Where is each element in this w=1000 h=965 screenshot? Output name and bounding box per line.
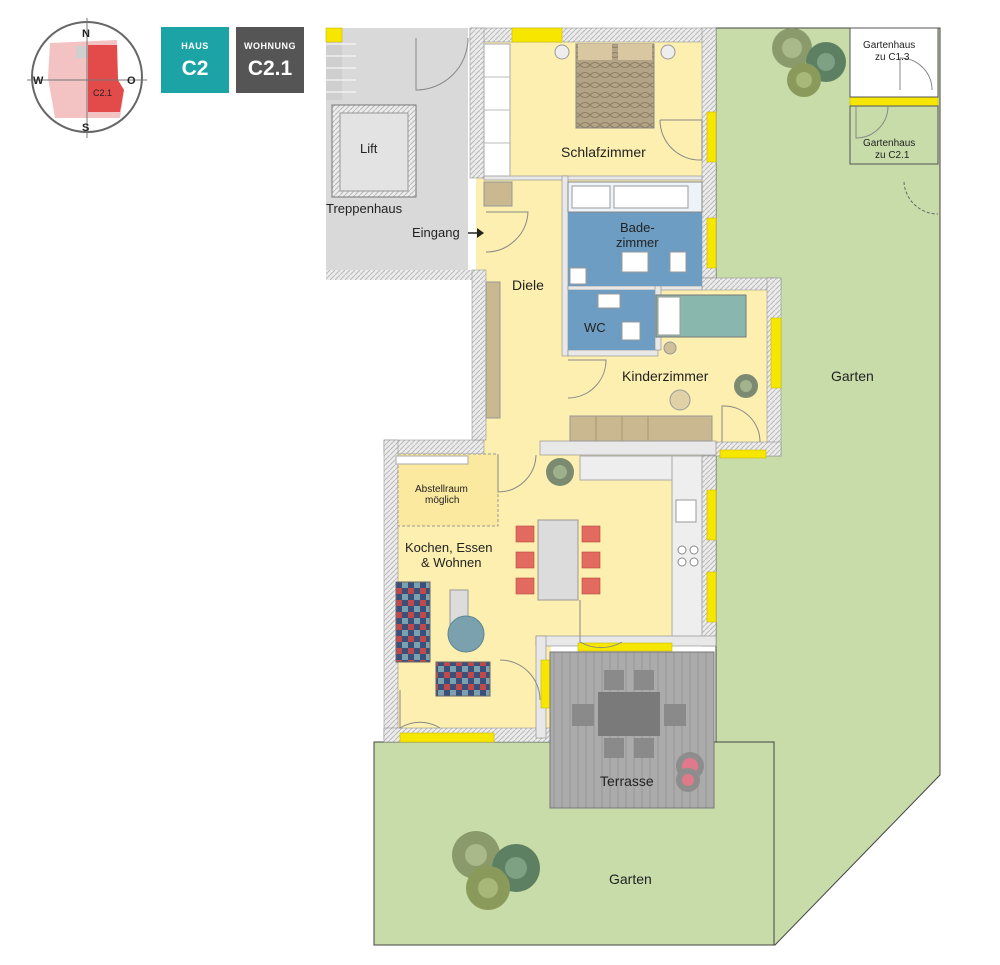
plant-kitchen bbox=[546, 458, 574, 486]
wohnung-value: C2.1 bbox=[247, 57, 293, 80]
label-bad-1: Bade- bbox=[620, 220, 655, 235]
label-terrasse: Terrasse bbox=[600, 773, 654, 789]
gartenhaus-c13 bbox=[849, 27, 939, 98]
compass-n: N bbox=[82, 28, 90, 40]
rug-horizontal bbox=[435, 661, 491, 697]
kitchen-counter bbox=[671, 455, 703, 637]
storage-zone bbox=[397, 453, 499, 527]
entrance-arrow-icon bbox=[468, 228, 484, 238]
compass-o: O bbox=[127, 75, 136, 87]
label-treppenhaus: Treppenhaus bbox=[326, 201, 403, 216]
label-lift: Lift bbox=[360, 141, 378, 156]
label-kinderzimmer: Kinderzimmer bbox=[622, 368, 709, 384]
label-diele: Diele bbox=[512, 277, 544, 293]
tree-group-south bbox=[452, 831, 540, 910]
label-bad-2: zimmer bbox=[616, 235, 659, 250]
label-wc: WC bbox=[584, 320, 606, 335]
wohnung-caption: WOHNUNG bbox=[244, 41, 296, 51]
tree-group-east bbox=[772, 28, 846, 97]
label-gartenhaus2-1: Gartenhaus bbox=[863, 138, 915, 149]
terrace-plant bbox=[676, 752, 704, 792]
label-gartenhaus2-2: zu C2.1 bbox=[875, 150, 910, 161]
dining-table bbox=[537, 519, 579, 601]
label-garten-south: Garten bbox=[609, 871, 652, 887]
label-kochen-1: Kochen, Essen bbox=[405, 540, 492, 555]
gartenhaus-c21 bbox=[849, 105, 939, 165]
label-gartenhaus1-1: Gartenhaus bbox=[863, 40, 915, 51]
label-gartenhaus1-2: zu C1.3 bbox=[875, 52, 910, 63]
haus-caption: HAUS bbox=[181, 41, 209, 51]
wohnung-badge: WOHNUNG C2.1 bbox=[236, 27, 304, 93]
plant-kinderzimmer bbox=[734, 374, 758, 398]
label-garten-east: Garten bbox=[831, 368, 874, 384]
compass-s: S bbox=[82, 122, 89, 134]
bathroom-area bbox=[568, 212, 702, 286]
rug-vertical bbox=[395, 581, 431, 663]
label-kochen-2: & Wohnen bbox=[421, 555, 481, 570]
haus-badge: HAUS C2 bbox=[161, 27, 229, 93]
label-eingang: Eingang bbox=[412, 225, 460, 240]
compass: N S W O C2.1 bbox=[27, 18, 147, 138]
label-schlafzimmer: Schlafzimmer bbox=[561, 144, 646, 160]
haus-value: C2 bbox=[181, 57, 209, 80]
compass-unit: C2.1 bbox=[93, 88, 112, 98]
label-abstell-2: möglich bbox=[425, 495, 459, 506]
label-abstell-1: Abstellraum bbox=[415, 484, 468, 495]
compass-w: W bbox=[33, 75, 44, 87]
